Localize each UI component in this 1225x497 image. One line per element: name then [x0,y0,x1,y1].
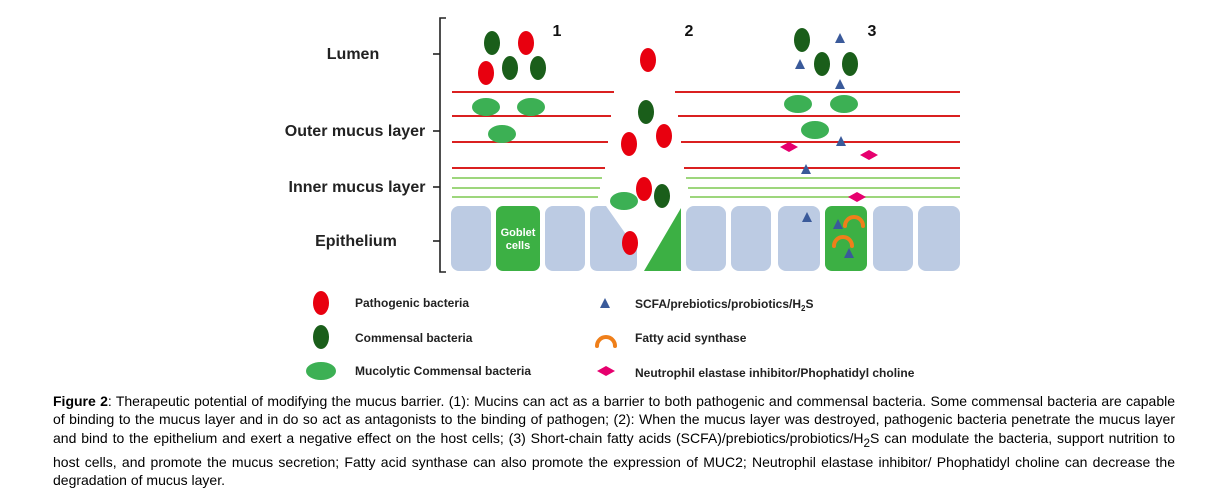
commensal-bacterium [842,52,858,76]
mucolytic-bacterium [830,95,858,113]
damaged-goblet-cell [644,208,681,271]
damaged-epithelial-cell [590,206,637,271]
mucolytic-bacterium [801,121,829,139]
caption-label: Figure 2 [53,393,108,409]
commensal-bacterium [484,31,500,55]
legend-elastase-icon [597,366,615,376]
legend-pathogenic-label: Pathogenic bacteria [355,296,469,310]
scfa-triangle [795,59,805,69]
goblet-label: Goblet [501,227,536,239]
caption-text: S can modulate the bacteria, support nut… [53,429,1175,489]
scfa-triangle [835,79,845,89]
scfa-triangle [844,248,854,258]
goblet-cell [496,206,540,271]
mucolytic-bacterium [784,95,812,113]
figure-caption: Figure 2: Therapeutic potential of modif… [53,392,1175,490]
epithelial-cell [778,206,820,271]
commensal-bacterium [502,56,518,80]
scfa-triangle [802,212,812,222]
mucolytic-bacterium [488,125,516,143]
outer-mucus-lines [452,91,960,169]
commensal-bacterium [654,184,670,208]
commensal-bacterium [638,100,654,124]
fatty-acid-synthase-arc [832,235,854,248]
caption-subscript: 2 [863,436,870,450]
epithelial-cell [918,206,960,271]
epithelial-cell [731,206,771,271]
legend: Pathogenic bacteria Commensal bacteria M… [306,291,915,380]
mucolytic-bacterium [610,192,638,210]
pathogenic-bacterium [622,231,638,255]
legend-mucolytic-icon [306,362,336,380]
epithelial-cell [451,206,491,271]
scenario-3-elements [780,28,878,258]
inner-mucus-lines [452,177,960,198]
scenario-number-2: 2 [685,23,694,40]
pathogenic-bacterium [478,61,494,85]
fatty-acid-synthase-arc [843,215,865,228]
scenario-1-bacteria [472,31,546,143]
commensal-bacterium [794,28,810,52]
pathogenic-bacterium [621,132,637,156]
label-epithelium: Epithelium [315,233,397,250]
epithelium-cells [451,206,960,271]
elastase-inhibitor-diamond [848,192,866,202]
caption-text: : Therapeutic potential of modifying the… [53,393,1175,446]
pathogenic-bacterium [518,31,534,55]
commensal-bacterium [530,56,546,80]
scenario-2-bacteria [610,48,672,255]
label-inner-mucus: Inner mucus layer [289,179,426,196]
scfa-triangle [801,164,811,174]
epithelial-cell [545,206,585,271]
legend-pathogenic-icon [313,291,329,315]
commensal-bacterium [814,52,830,76]
label-outer-mucus: Outer mucus layer [285,123,426,140]
legend-fatty-acid-icon [595,335,617,348]
scfa-triangle [835,33,845,43]
scfa-triangle [836,136,846,146]
legend-scfa-icon [600,298,610,308]
mucolytic-bacterium [472,98,500,116]
legend-fatty-acid-label: Fatty acid synthase [635,331,747,345]
layer-bracket [433,17,446,273]
legend-commensal-label: Commensal bacteria [355,331,473,345]
elastase-inhibitor-diamond [780,142,798,152]
epithelial-cell [686,206,726,271]
legend-commensal-icon [313,325,329,349]
mucolytic-bacterium [517,98,545,116]
legend-elastase-label: Neutrophil elastase inhibitor/Phophatidy… [635,366,915,380]
scfa-triangle [833,219,843,229]
scenario-number-3: 3 [868,23,877,40]
mucus-barrier-diagram: Lumen Outer mucus layer Inner mucus laye… [285,17,960,380]
legend-scfa-label: SCFA/prebiotics/probiotics/H2S [635,297,814,313]
pathogenic-bacterium [656,124,672,148]
pathogenic-bacterium [640,48,656,72]
goblet-label: cells [506,240,530,252]
legend-mucolytic-label: Mucolytic Commensal bacteria [355,364,531,378]
elastase-inhibitor-diamond [860,150,878,160]
scenario-number-1: 1 [553,23,562,40]
label-lumen: Lumen [327,46,379,63]
pathogenic-bacterium [636,177,652,201]
epithelial-cell [873,206,913,271]
